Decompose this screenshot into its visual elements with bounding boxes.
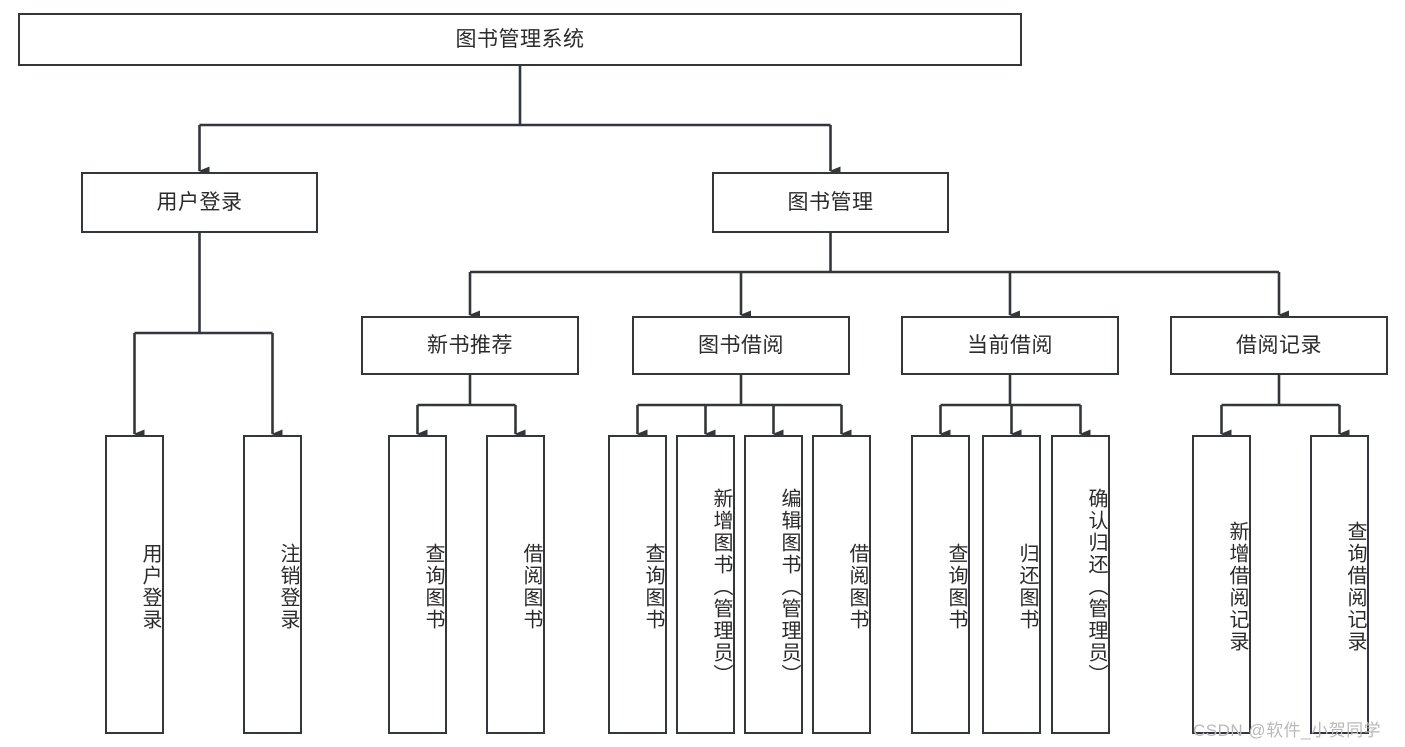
node-new-book-recommend-label: 新书推荐 — [427, 333, 513, 357]
edges-group — [133, 66, 1350, 439]
leaf-user-logout[interactable]: 注销登录 — [243, 435, 302, 734]
node-root[interactable]: 图书管理系统 — [18, 13, 1022, 66]
leaf-current-return-book-label: 归还图书 — [1016, 542, 1038, 631]
leaf-borrow-borrow-book-label: 借阅图书 — [846, 542, 868, 631]
node-book-manage[interactable]: 图书管理 — [712, 172, 949, 233]
node-borrow-record-label: 借阅记录 — [1236, 333, 1322, 357]
node-current-borrow-label: 当前借阅 — [967, 333, 1053, 357]
leaf-recommend-borrow-book-label: 借阅图书 — [520, 542, 542, 631]
node-book-borrow-label: 图书借阅 — [698, 333, 784, 357]
leaf-recommend-query-book[interactable]: 查询图书 — [388, 435, 447, 734]
node-root-label: 图书管理系统 — [455, 27, 585, 51]
leaf-recommend-borrow-book[interactable]: 借阅图书 — [486, 435, 545, 734]
leaf-borrow-borrow-book[interactable]: 借阅图书 — [812, 435, 871, 734]
leaf-current-confirm-return-label: 确认归还（管理员） — [1085, 487, 1107, 686]
node-current-borrow[interactable]: 当前借阅 — [901, 316, 1119, 375]
leaf-user-logout-label: 注销登录 — [277, 542, 299, 631]
leaf-borrow-edit-book-label: 编辑图书（管理员） — [778, 487, 800, 686]
leaf-user-login-label: 用户登录 — [139, 542, 161, 631]
leaf-current-return-book[interactable]: 归还图书 — [982, 435, 1041, 734]
node-user-login[interactable]: 用户登录 — [81, 172, 318, 233]
leaf-borrow-add-book[interactable]: 新增图书（管理员） — [676, 435, 735, 734]
leaf-record-add[interactable]: 新增借阅记录 — [1192, 435, 1251, 734]
leaf-record-query-label: 查询借阅记录 — [1344, 520, 1366, 653]
leaf-borrow-query-book-label: 查询图书 — [642, 542, 664, 631]
leaf-recommend-query-book-label: 查询图书 — [422, 542, 444, 631]
node-book-borrow[interactable]: 图书借阅 — [632, 316, 850, 375]
leaf-record-query[interactable]: 查询借阅记录 — [1310, 435, 1369, 734]
leaf-user-login[interactable]: 用户登录 — [105, 435, 164, 734]
leaf-current-query-book[interactable]: 查询图书 — [911, 435, 970, 734]
node-book-manage-label: 图书管理 — [787, 190, 874, 214]
leaf-current-query-book-label: 查询图书 — [945, 542, 967, 631]
leaf-borrow-edit-book[interactable]: 编辑图书（管理员） — [744, 435, 803, 734]
leaf-borrow-query-book[interactable]: 查询图书 — [608, 435, 667, 734]
node-new-book-recommend[interactable]: 新书推荐 — [361, 316, 579, 375]
leaf-current-confirm-return[interactable]: 确认归还（管理员） — [1051, 435, 1110, 734]
node-user-login-label: 用户登录 — [156, 190, 243, 214]
node-borrow-record[interactable]: 借阅记录 — [1170, 316, 1388, 375]
leaf-record-add-label: 新增借阅记录 — [1226, 520, 1248, 653]
leaf-borrow-add-book-label: 新增图书（管理员） — [710, 487, 732, 686]
